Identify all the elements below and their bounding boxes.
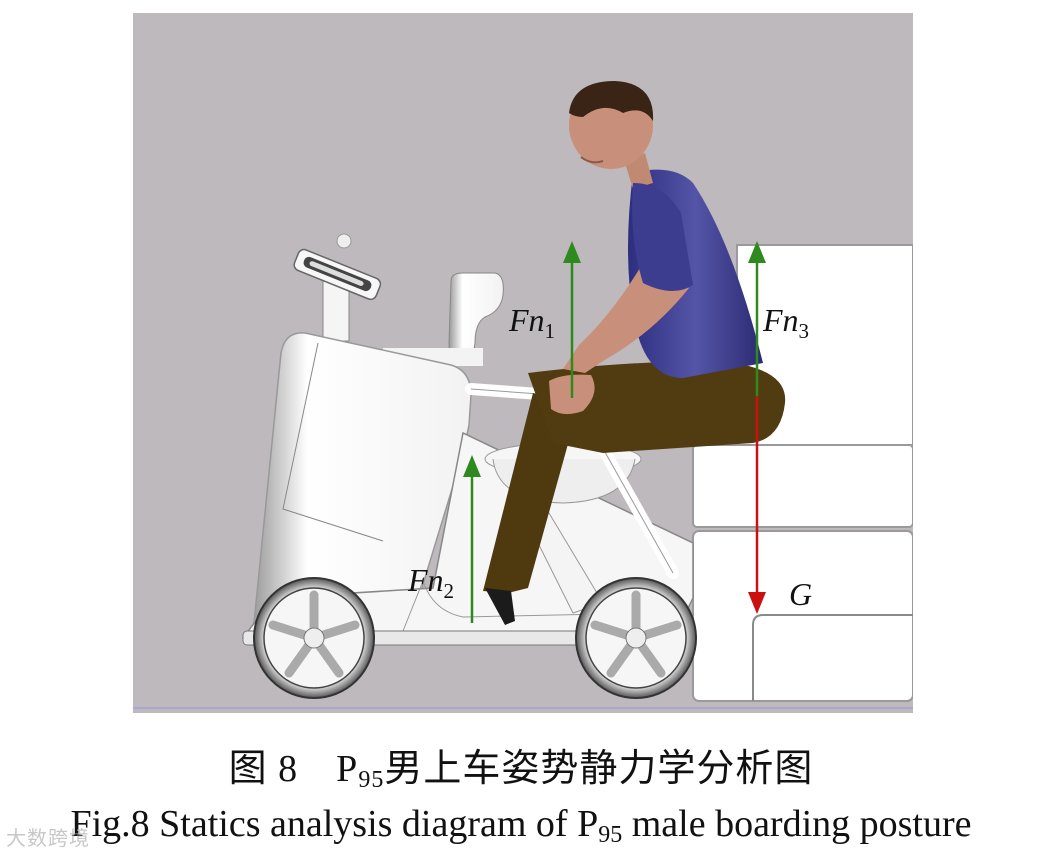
front-wheel — [253, 577, 375, 699]
statics-diagram: Fn1 Fn2 Fn3 G — [133, 13, 913, 713]
force-arrow-fn1 — [563, 241, 581, 398]
rear-wheel — [575, 577, 697, 699]
caption-english: Fig.8 Statics analysis diagram of P95 ma… — [0, 800, 1042, 848]
caption-cn-prefix: 图 8 — [228, 748, 299, 790]
label-g: G — [789, 576, 812, 612]
caption-cn-p-sub: 95 — [358, 767, 385, 793]
human-figure — [483, 81, 786, 625]
mobility-scooter — [241, 233, 697, 699]
label-fn3: Fn3 — [762, 302, 809, 343]
label-fn1: Fn1 — [508, 302, 555, 343]
force-arrow-gravity — [748, 396, 766, 614]
caption-chinese: 图 8 P95男上车姿势静力学分析图 — [0, 745, 1042, 793]
force-arrow-fn2 — [463, 455, 481, 623]
label-fn2: Fn2 — [407, 562, 454, 603]
watermark: 大数跨境 — [6, 826, 90, 850]
force-arrow-fn3 — [748, 241, 766, 396]
caption-en-text: male boarding posture — [622, 803, 972, 845]
caption-cn-p: P — [336, 748, 359, 790]
caption-en-p-sub: 95 — [598, 822, 623, 848]
caption-cn-text: 男上车姿势静力学分析图 — [384, 748, 814, 790]
caption-en-prefix: Fig.8 Statics analysis diagram of P — [70, 803, 599, 845]
platform-steps — [692, 244, 913, 702]
